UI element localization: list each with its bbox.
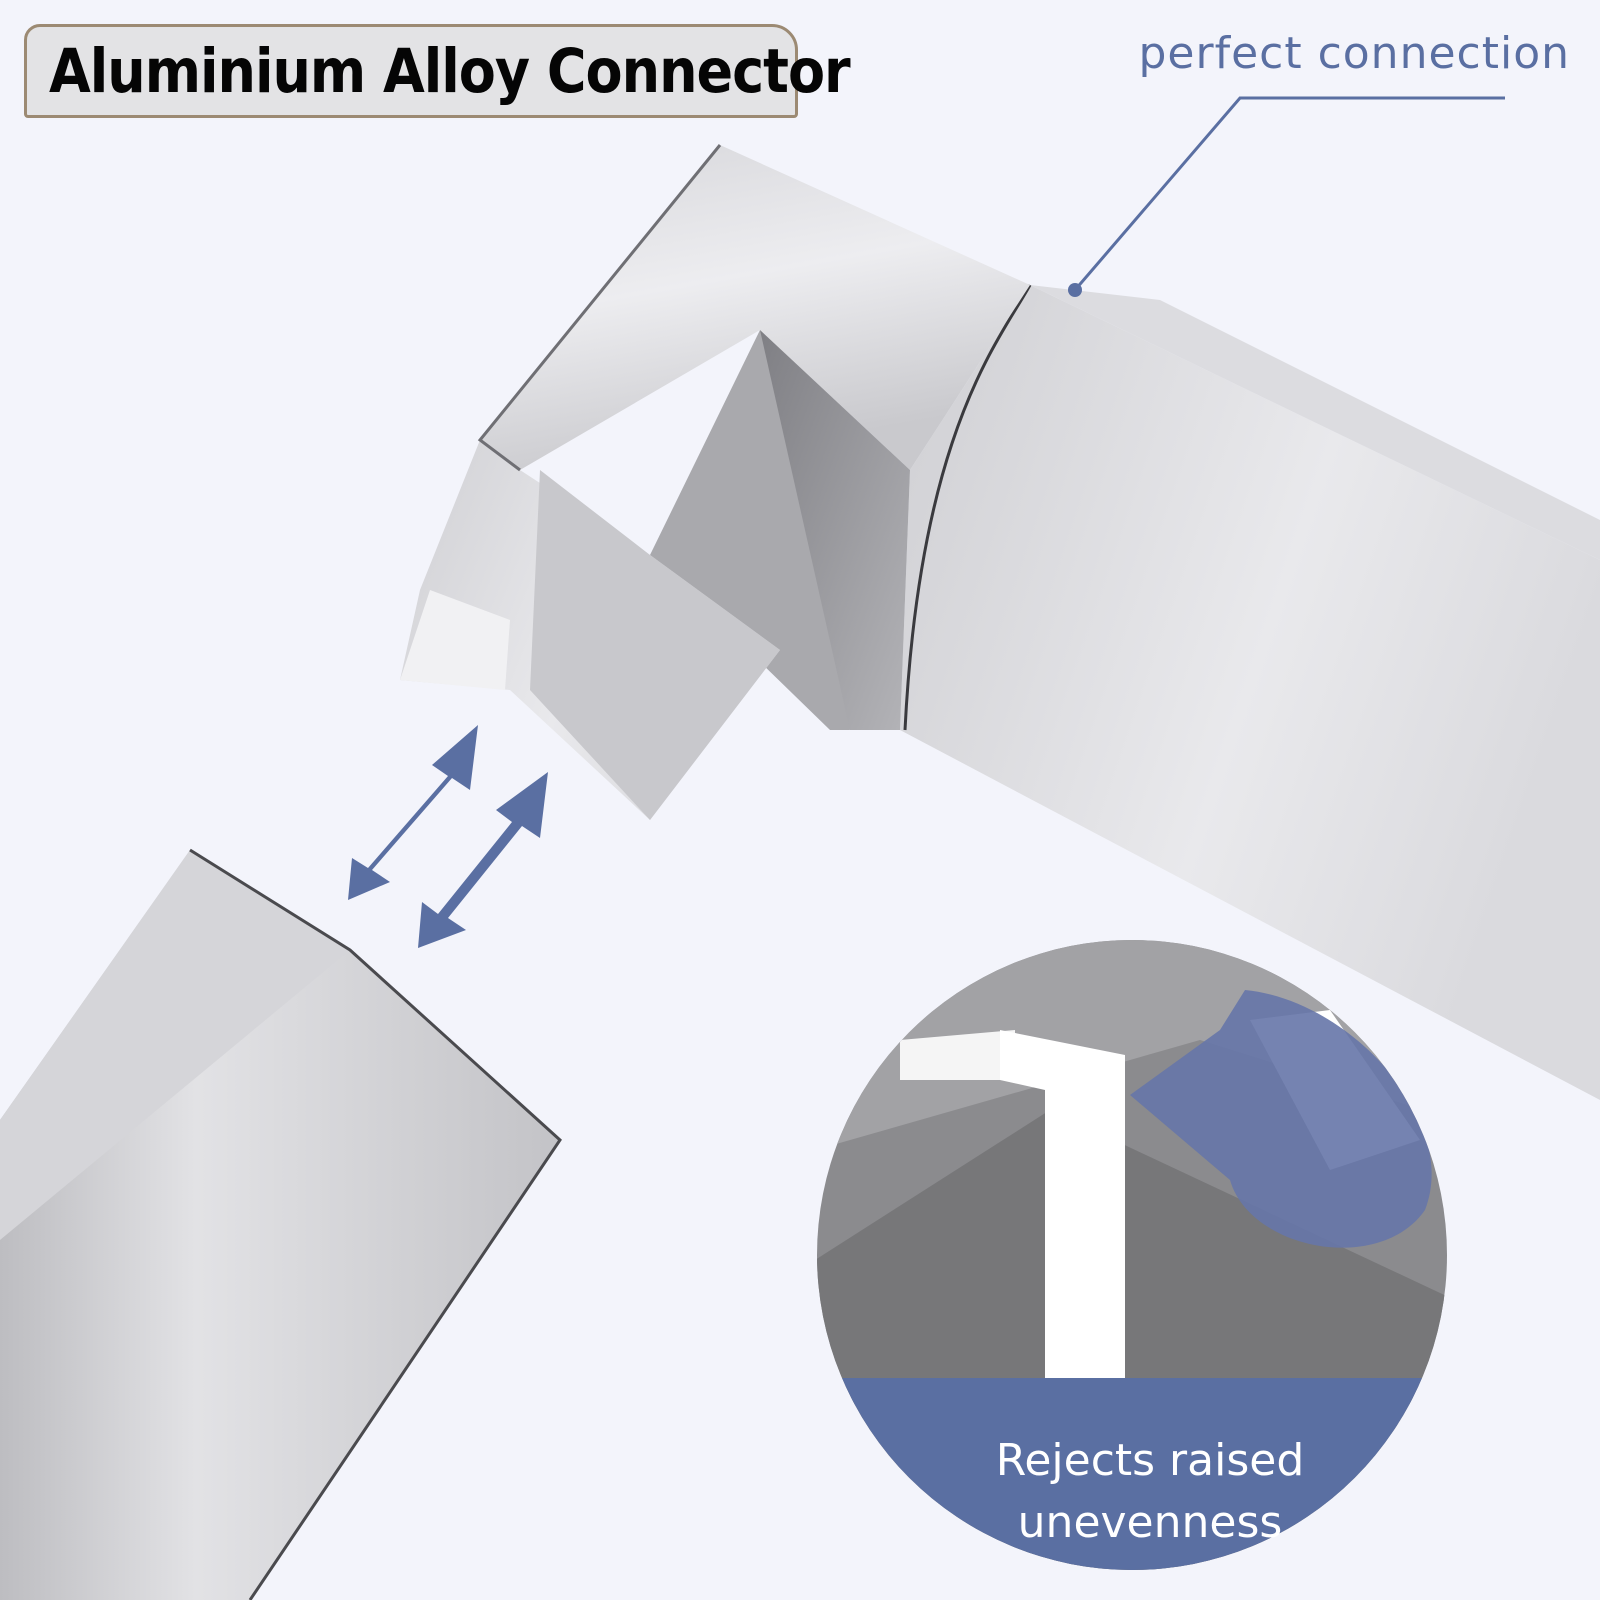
inset-caption-line1: Rejects raised [995, 1435, 1305, 1486]
page-title: Aluminium Alloy Connector [49, 35, 851, 107]
callout-label: perfect connection [1138, 28, 1570, 79]
curved-arrow-icon [1130, 990, 1432, 1248]
inset-caption: Rejects raised unevenness [905, 1430, 1395, 1554]
right-duct-segment [900, 284, 1600, 1100]
left-duct-segment [0, 848, 562, 1600]
corner-connector [400, 144, 1030, 820]
title-badge: Aluminium Alloy Connector [24, 24, 851, 118]
inset-caption-line2: unevenness [1017, 1497, 1283, 1548]
callout-leader-line [1068, 96, 1505, 297]
detail-inset [817, 940, 1447, 1570]
double-arrow-icon [348, 725, 548, 948]
